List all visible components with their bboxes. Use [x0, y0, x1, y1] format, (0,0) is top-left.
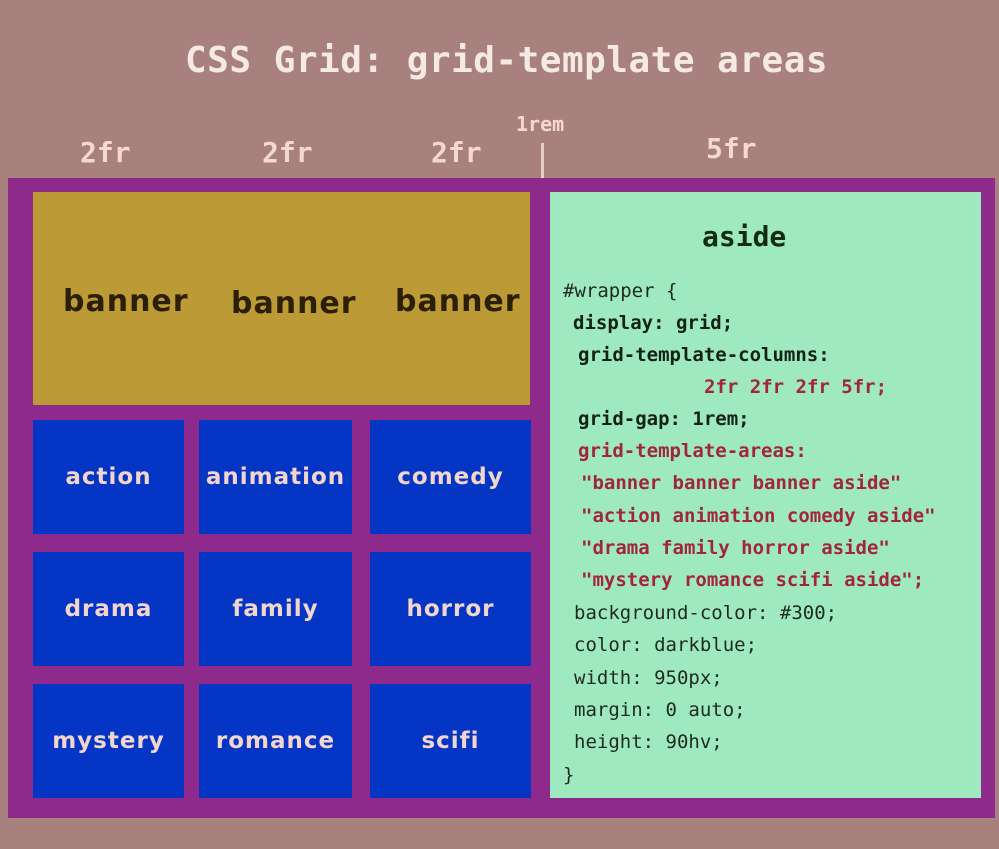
cell-animation: animation — [199, 420, 352, 534]
banner-label-2: banner — [231, 286, 357, 321]
code-line: 2fr 2fr 2fr 5fr; — [704, 376, 888, 398]
column-label-3: 2fr — [431, 136, 482, 169]
banner-area — [33, 192, 530, 405]
code-line: "banner banner banner aside" — [581, 472, 902, 494]
gap-marker — [541, 143, 544, 179]
cell-drama: drama — [33, 552, 184, 666]
cell-horror: horror — [370, 552, 531, 666]
code-line: "action animation comedy aside" — [581, 505, 936, 527]
gap-label: 1rem — [516, 112, 565, 136]
column-label-4: 5fr — [706, 132, 757, 165]
cell-scifi: scifi — [370, 684, 531, 798]
banner-label-3: banner — [395, 284, 521, 319]
diagram-title: CSS Grid: grid-template areas — [185, 40, 829, 81]
cell-mystery: mystery — [33, 684, 184, 798]
aside-title: aside — [702, 220, 787, 253]
banner-label-1: banner — [63, 284, 189, 319]
code-line: display: grid; — [573, 312, 734, 334]
code-line: color: darkblue; — [574, 634, 758, 656]
cell-comedy: comedy — [370, 420, 531, 534]
code-line: grid-gap: 1rem; — [578, 408, 750, 430]
code-line: "drama family horror aside" — [581, 537, 890, 559]
cell-action: action — [33, 420, 184, 534]
code-line: height: 90hv; — [574, 731, 723, 753]
code-line: width: 950px; — [574, 667, 723, 689]
cell-family: family — [199, 552, 352, 666]
code-line: grid-template-columns: — [578, 344, 830, 366]
cell-romance: romance — [199, 684, 352, 798]
code-line: "mystery romance scifi aside"; — [581, 569, 925, 591]
aside-area — [550, 192, 981, 798]
code-line: margin: 0 auto; — [574, 699, 746, 721]
column-label-2: 2fr — [262, 136, 313, 169]
code-line: #wrapper { — [563, 280, 678, 302]
code-line: grid-template-areas: — [578, 440, 807, 462]
code-line: } — [563, 764, 575, 786]
code-line: background-color: #300; — [574, 602, 838, 624]
column-label-1: 2fr — [80, 136, 131, 169]
